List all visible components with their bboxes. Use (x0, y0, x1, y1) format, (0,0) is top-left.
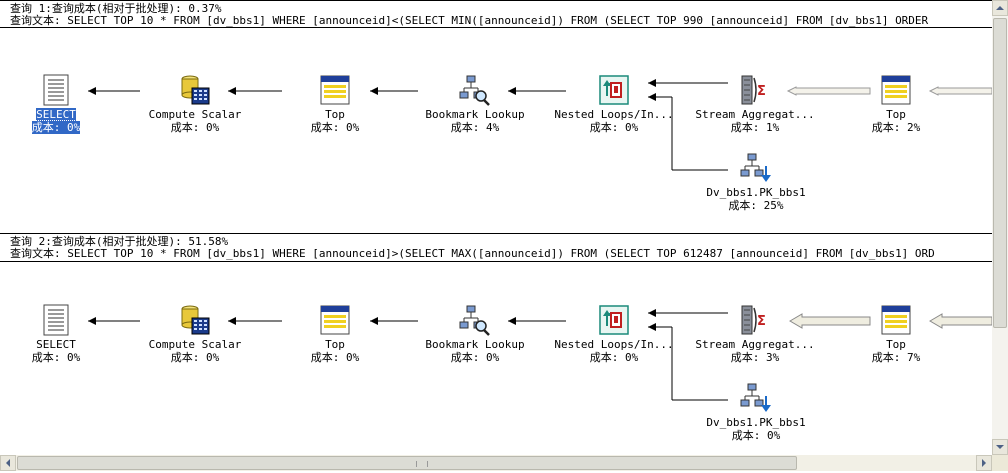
node-cost: 成本: 3% (730, 351, 780, 364)
query-plan-pane-1: 查询 1:查询成本(相对于批处理): 0.37% 查询文本: SELECT TO… (0, 0, 992, 230)
select-icon (43, 74, 69, 106)
top-icon (881, 75, 911, 105)
node-cost: 成本: 0% (170, 121, 220, 134)
node-name: Stream Aggregat... (695, 338, 815, 351)
node-cost: 成本: 0% (310, 121, 360, 134)
node-cost: 成本: 0% (450, 351, 500, 364)
node-cost: 成本: 0% (30, 120, 82, 135)
bookmark-lookup-icon (459, 75, 490, 106)
query-plan-pane-2: 查询 2:查询成本(相对于批处理): 51.58% 查询文本: SELECT T… (0, 230, 992, 460)
stream-aggregate-icon: Σ (741, 75, 766, 105)
query-cost-label: 查询 1:查询成本(相对于批处理): 0.37% (10, 2, 222, 15)
plan-arrows (88, 309, 992, 401)
node-name: Compute Scalar (148, 338, 242, 351)
node-name: Top (886, 338, 906, 351)
horizontal-scrollbar[interactable] (0, 455, 992, 471)
top-icon (320, 75, 350, 105)
node-name: Nested Loops/In... (554, 338, 674, 351)
node-name: Nested Loops/In... (554, 108, 674, 121)
node-cost: 成本: 0% (31, 351, 81, 364)
node-cost: 成本: 4% (450, 121, 500, 134)
node-name: SELECT (36, 338, 76, 351)
node-name: Compute Scalar (148, 108, 242, 121)
arrow-down-icon (996, 445, 1004, 449)
scroll-grip (416, 461, 428, 467)
node-name: Dv_bbs1.PK_bbs1 (706, 416, 806, 429)
arrow-right-icon (982, 459, 986, 467)
node-name: Stream Aggregat... (695, 108, 815, 121)
node-cost: 成本: 2% (871, 121, 921, 134)
divider (0, 261, 992, 262)
node-name: Dv_bbs1.PK_bbs1 (706, 186, 806, 199)
node-name: Bookmark Lookup (425, 108, 525, 121)
scroll-up-button[interactable] (992, 0, 1008, 16)
node-cost: 成本: 1% (730, 121, 780, 134)
node-cost: 成本: 0% (731, 429, 781, 442)
vertical-scrollbar[interactable] (992, 0, 1008, 455)
top-icon (881, 305, 911, 335)
scrollbar-corner (992, 455, 1008, 471)
svg-text:Σ: Σ (757, 84, 766, 99)
query-header: 查询 2:查询成本(相对于批处理): 51.58% 查询文本: SELECT T… (0, 230, 992, 262)
horizontal-scroll-thumb[interactable] (17, 456, 797, 470)
compute-scalar-icon (181, 75, 210, 105)
arrow-up-icon (996, 6, 1004, 10)
svg-text:Σ: Σ (757, 314, 766, 329)
stream-aggregate-icon: Σ (741, 305, 766, 335)
node-cost: 成本: 0% (310, 351, 360, 364)
query-text-label: 查询文本: SELECT TOP 10 * FROM [dv_bbs1] WHE… (10, 14, 929, 27)
divider (0, 27, 992, 28)
top-icon (320, 305, 350, 335)
arrow-left-icon (6, 459, 10, 467)
query-cost-label: 查询 2:查询成本(相对于批处理): 51.58% (10, 235, 229, 248)
query-text-label: 查询文本: SELECT TOP 10 * FROM [dv_bbs1] WHE… (10, 247, 935, 260)
nested-loops-icon (599, 305, 629, 335)
bookmark-lookup-icon (459, 305, 490, 336)
node-name: Top (325, 338, 345, 351)
node-name: Top (886, 108, 906, 121)
compute-scalar-icon (181, 305, 210, 335)
divider (0, 233, 992, 234)
node-cost: 成本: 0% (589, 351, 639, 364)
node-cost: 成本: 7% (871, 351, 921, 364)
node-name: Top (325, 108, 345, 121)
divider (0, 0, 992, 1)
scroll-right-button[interactable] (976, 455, 992, 471)
plan-arrows (88, 79, 992, 171)
vertical-scroll-thumb[interactable] (993, 18, 1007, 328)
node-cost: 成本: 0% (170, 351, 220, 364)
scroll-left-button[interactable] (0, 455, 16, 471)
select-icon (43, 304, 69, 336)
node-name: Bookmark Lookup (425, 338, 525, 351)
scroll-down-button[interactable] (992, 439, 1008, 455)
nested-loops-icon (599, 75, 629, 105)
node-cost: 成本: 0% (589, 121, 639, 134)
index-seek-icon (740, 383, 771, 412)
index-seek-icon (740, 153, 771, 182)
query-header: 查询 1:查询成本(相对于批处理): 0.37% 查询文本: SELECT TO… (0, 0, 992, 28)
node-cost: 成本: 25% (728, 199, 784, 212)
node-name: SELECT (35, 107, 77, 122)
